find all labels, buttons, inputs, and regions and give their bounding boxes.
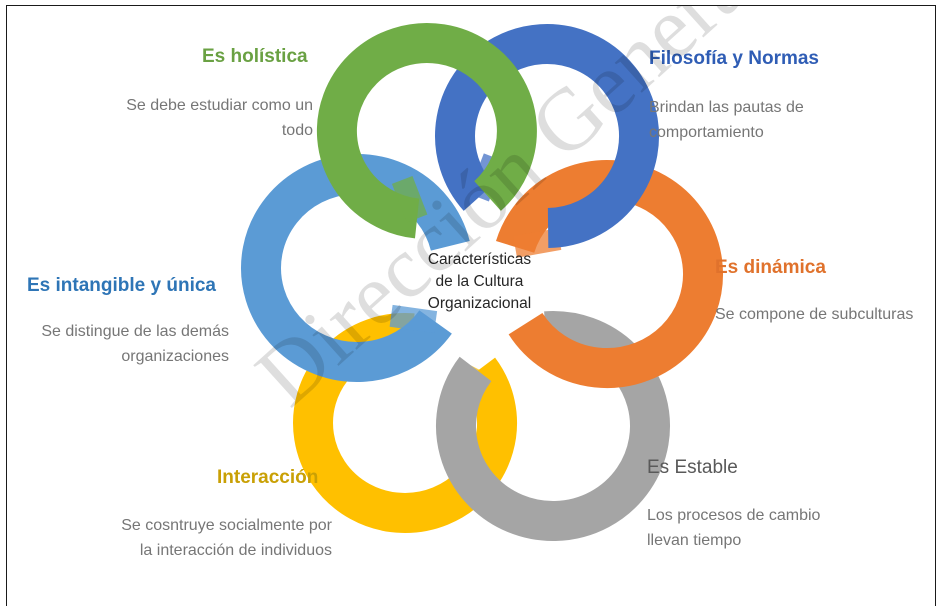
- desc-line: Se compone de subculturas: [715, 306, 914, 323]
- center-label-line: Organizacional: [427, 295, 532, 312]
- node-desc-intangible: Se distingue de las demás organizaciones: [17, 319, 229, 369]
- desc-line: comportamiento: [649, 124, 764, 141]
- desc-line: organizaciones: [121, 348, 229, 365]
- desc-line: Los procesos de cambio: [647, 507, 821, 524]
- node-title-holistica: Es holística: [202, 46, 308, 67]
- center-label: Características de la Cultura Organizaci…: [412, 249, 547, 315]
- desc-line: Brindan las pautas de: [649, 99, 804, 116]
- node-desc-estable: Los procesos de cambio llevan tiempo: [647, 503, 887, 553]
- ring-group: [241, 23, 723, 541]
- ring-blue: [435, 24, 660, 248]
- desc-line: Se distingue de las demás: [41, 323, 229, 340]
- center-label-line: Características: [427, 251, 532, 268]
- node-desc-dinamica: Se compone de subculturas: [715, 302, 933, 327]
- ring-green: [316, 23, 537, 239]
- ring-green-fold: [391, 175, 428, 223]
- node-title-filosofia: Filosofía y Normas: [649, 48, 819, 69]
- desc-line: la interacción de individuos: [139, 542, 332, 559]
- desc-line: Se cosntruye socialmente por: [121, 517, 332, 534]
- node-desc-interaccion: Se cosntruye socialmente por la interacc…: [62, 513, 332, 563]
- desc-line: llevan tiempo: [647, 532, 742, 549]
- desc-line: todo: [281, 122, 313, 139]
- center-label-line: de la Cultura: [435, 273, 524, 290]
- node-title-dinamica: Es dinámica: [715, 257, 826, 278]
- node-desc-holistica: Se debe estudiar como un todo: [91, 93, 313, 143]
- diagram-frame: Características de la Cultura Organizaci…: [6, 5, 936, 606]
- node-title-estable: Es Estable: [647, 457, 738, 478]
- interlocking-rings-diagram: [241, 23, 723, 541]
- desc-line: Se debe estudiar como un: [126, 97, 313, 114]
- node-desc-filosofia: Brindan las pautas de comportamiento: [649, 95, 889, 145]
- ring-orange: [496, 160, 723, 389]
- node-title-interaccion: Interacción: [217, 467, 319, 488]
- ring-light-blue-fold: [389, 304, 438, 333]
- node-title-intangible: Es intangible y única: [27, 275, 216, 296]
